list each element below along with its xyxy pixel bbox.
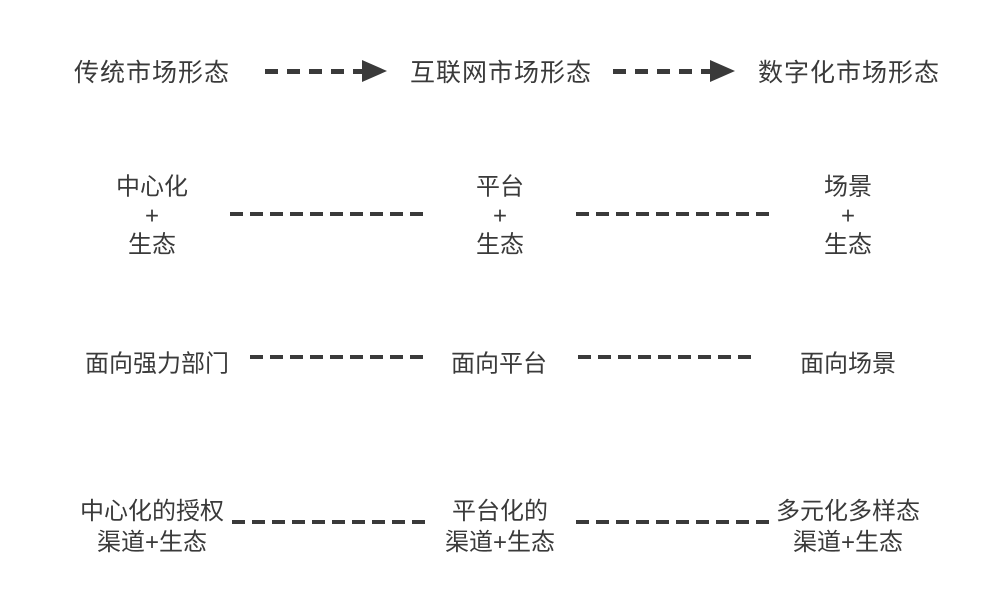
structure-line: 中心化 — [116, 173, 188, 201]
dashed-connector — [576, 212, 769, 216]
channel-line: 渠道+生态 — [96, 529, 207, 556]
dashed-connector — [576, 520, 769, 524]
structure-line: 场景 — [824, 173, 872, 201]
dashed-connector — [230, 212, 423, 216]
arrow-head — [710, 60, 735, 82]
channel-platform-block: 平台化的 渠道+生态 — [445, 496, 555, 558]
arrow-shaft — [265, 68, 366, 74]
dashed-connector — [578, 355, 751, 359]
orientation-scene-label: 面向场景 — [800, 350, 896, 378]
structure-line: 生态 — [824, 231, 872, 259]
orientation-strong-departments-label: 面向强力部门 — [85, 350, 229, 378]
arrow-shaft — [613, 68, 714, 74]
dashed-connector — [250, 355, 423, 359]
structure-line: 生态 — [128, 231, 176, 259]
structure-line: 生态 — [476, 231, 524, 259]
orientation-platform-label: 面向平台 — [451, 350, 547, 378]
dashed-arrow-right-icon — [613, 60, 739, 82]
structure-line: 平台 — [476, 173, 524, 201]
plus-sign: + — [144, 202, 159, 230]
channel-diversified-block: 多元化多样态 渠道+生态 — [776, 496, 920, 558]
channel-line: 多元化多样态 — [776, 498, 920, 525]
channel-line: 渠道+生态 — [792, 529, 903, 556]
channel-line: 渠道+生态 — [444, 529, 556, 556]
arrow-head — [362, 60, 387, 82]
plus-sign: + — [492, 202, 507, 230]
dashed-connector — [232, 520, 425, 524]
dashed-arrow-right-icon — [265, 60, 391, 82]
channel-line: 平台化的 — [451, 498, 548, 525]
structure-centralized-block: 中心化 + 生态 — [116, 173, 188, 260]
channel-line: 中心化的授权 — [80, 498, 224, 525]
structure-scene-block: 场景 + 生态 — [824, 173, 872, 260]
channel-centralized-block: 中心化的授权 渠道+生态 — [80, 496, 224, 558]
stage-digital-market-label: 数字化市场形态 — [757, 59, 941, 87]
stage-traditional-market-label: 传统市场形态 — [73, 59, 231, 87]
plus-sign: + — [840, 202, 855, 230]
structure-platform-block: 平台 + 生态 — [476, 173, 524, 260]
stage-internet-market-label: 互联网市场形态 — [409, 59, 593, 87]
